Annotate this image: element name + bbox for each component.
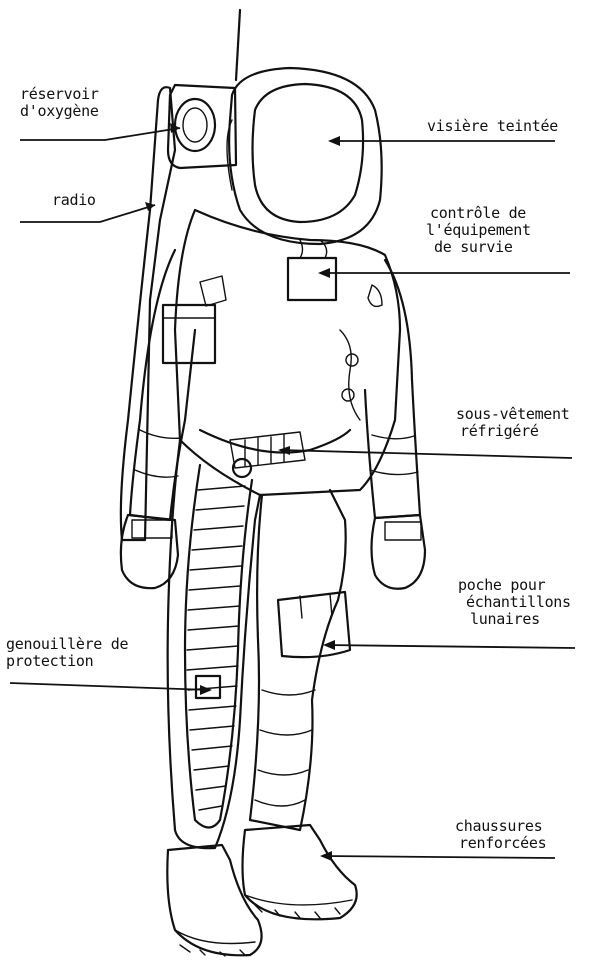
helmet	[227, 68, 382, 244]
label-sample-pocket-line3: lunaires	[470, 611, 571, 628]
label-life-support-line3: de survie	[434, 239, 531, 256]
label-knee-pad-line2: protection	[6, 653, 128, 670]
label-radio: radio	[52, 192, 96, 209]
leg-right	[250, 490, 350, 830]
label-boots-line2: renforcées	[459, 835, 546, 852]
label-visor: visière teintée	[427, 118, 558, 135]
leg-left	[168, 440, 260, 848]
label-sample-pocket-line2: échantillons	[466, 594, 571, 611]
leader-cooling	[280, 450, 572, 458]
label-life-support-line2: l'équipement	[426, 222, 531, 239]
leader-sample-pocket	[325, 645, 575, 648]
arm-left	[121, 250, 195, 588]
label-oxygen-tank-line1: réservoir	[20, 86, 99, 103]
label-sample-pocket: poche pour échantillons lunaires	[458, 577, 571, 628]
antenna	[236, 10, 240, 80]
label-visor-line1: visière teintée	[427, 118, 558, 135]
leader-boots	[322, 856, 555, 858]
label-radio-line1: radio	[52, 192, 96, 209]
arm-right	[365, 260, 425, 589]
label-boots-line1: chaussures	[455, 818, 546, 835]
boots	[167, 825, 356, 956]
label-sample-pocket-line1: poche pour	[458, 577, 571, 594]
label-life-support-line1: contrôle de	[430, 205, 531, 222]
label-oxygen-tank: réservoir d'oxygène	[20, 86, 99, 120]
label-knee-pad: genouillère de protection	[6, 636, 128, 670]
backpack	[121, 87, 175, 540]
label-cooling-undergarment: sous-vêtement réfrigéré	[456, 406, 570, 440]
label-oxygen-tank-line2: d'oxygène	[20, 103, 99, 120]
oxygen-tank-drawing	[168, 85, 236, 168]
leader-knee-pad	[10, 683, 210, 690]
label-knee-pad-line1: genouillère de	[6, 636, 128, 653]
label-life-support: contrôle de l'équipement de survie	[430, 205, 531, 256]
label-cooling-line1: sous-vêtement	[456, 406, 570, 423]
label-boots: chaussures renforcées	[455, 818, 546, 852]
label-cooling-line2: réfrigéré	[460, 423, 570, 440]
